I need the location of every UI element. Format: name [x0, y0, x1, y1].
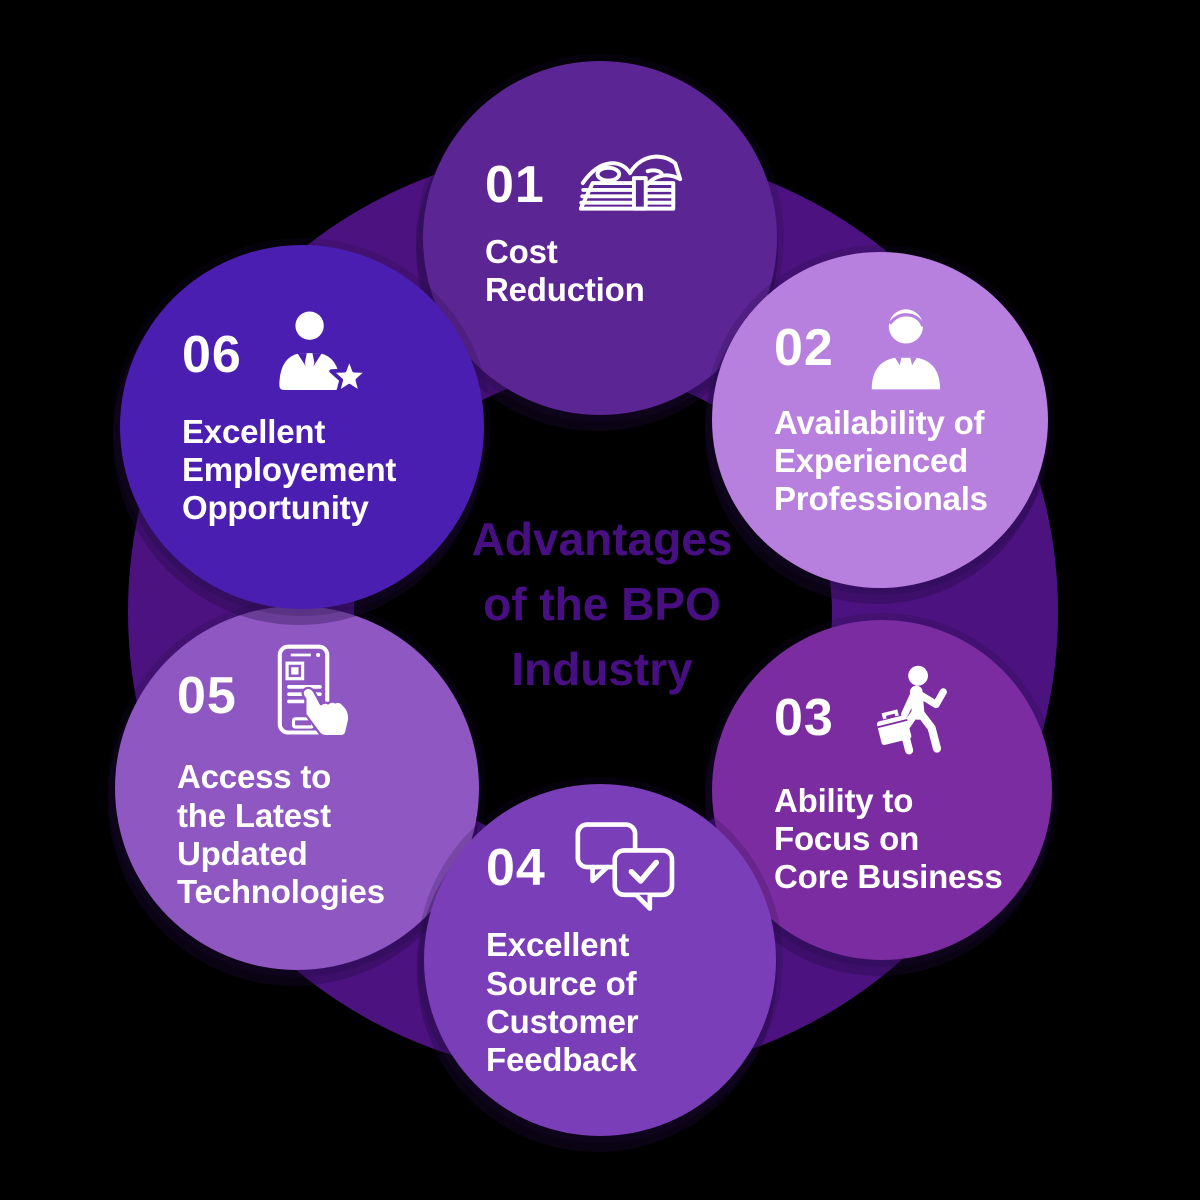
page-title-line: Advantages [471, 513, 733, 565]
bubble-01-header: 01 [485, 147, 763, 223]
page-title: Advantages of the BPO Industry [437, 507, 767, 702]
bubble-05-number: 05 [177, 667, 237, 726]
bubble-03-header: 03 [774, 664, 1038, 772]
bubble-02-label: Availability of Experienced Professional… [774, 403, 988, 518]
bubble-04-header: 04 [486, 820, 762, 916]
walking-businessman-icon [860, 664, 960, 772]
advantage-bubble-03: 03 [712, 620, 1052, 960]
feedback-chat-icon [572, 820, 676, 916]
bubble-04-label: Excellent Source of Customer Feedback [486, 926, 639, 1079]
bubble-02-content: 02 Availability of Experienced Professio… [712, 302, 1048, 519]
advantage-bubble-06: 06 Excellent Employement Opportunity [120, 245, 484, 609]
bubble-06-label: Excellent Employement Opportunity [182, 412, 397, 527]
bubble-01-content: 01 Cost Reduction [423, 147, 777, 310]
bubble-03-number: 03 [774, 688, 834, 747]
bubble-04-content: 04 Excellent Source of Customer Feedback [424, 820, 776, 1079]
bubble-06-header: 06 [182, 307, 470, 403]
bubble-01-label: Cost Reduction [485, 232, 645, 308]
bubble-06-content: 06 Excellent Employement Opportunity [120, 307, 484, 528]
businessman-icon [860, 302, 950, 394]
bubble-04-number: 04 [486, 839, 546, 898]
bubble-05-content: 05 Access to the Latest [115, 644, 479, 911]
advantage-bubble-01: 01 Cost Reduction [423, 61, 777, 415]
advantage-bubble-02: 02 Availability of Experienced Professio… [712, 252, 1048, 588]
bubble-06-number: 06 [182, 325, 242, 384]
advantage-bubble-05: 05 Access to the Latest [115, 606, 479, 970]
bubble-05-label: Access to the Latest Updated Technologie… [177, 758, 385, 911]
bubble-03-label: Ability to Focus on Core Business [774, 781, 1003, 896]
employee-star-icon [268, 307, 372, 403]
bubble-05-header: 05 [177, 644, 465, 748]
bubble-02-header: 02 [774, 302, 1034, 394]
smartphone-tap-icon [263, 644, 355, 748]
bubble-01-number: 01 [485, 155, 545, 214]
bubble-02-number: 02 [774, 318, 834, 377]
bubble-03-content: 03 [712, 664, 1052, 897]
advantage-bubble-04: 04 Excellent Source of Customer Feedback [424, 784, 776, 1136]
page-title-line: of the BPO [483, 577, 721, 630]
money-stack-icon [571, 147, 689, 223]
page-title-line: Industry [511, 642, 693, 695]
